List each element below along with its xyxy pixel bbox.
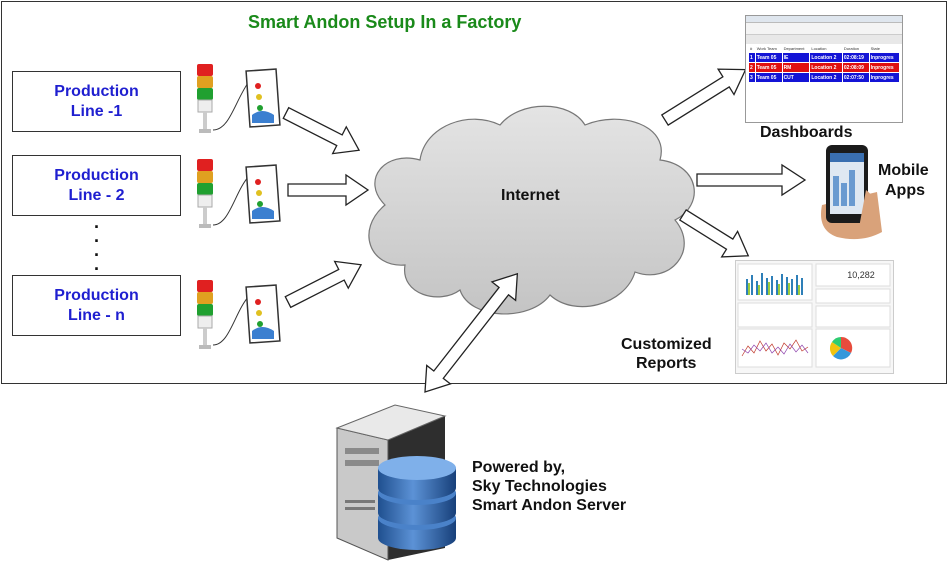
table-cell: 3	[748, 72, 756, 83]
arrow-linen-to-internet	[284, 260, 363, 309]
dashboard-tabs	[746, 35, 902, 44]
table-cell: Team 05	[754, 62, 783, 73]
table-row: 1 Team 05 IE Location 2 02:08:19 Inprogr…	[748, 52, 901, 63]
table-cell: Location 2	[809, 52, 843, 63]
production-line-n-box: Production Line - n	[12, 275, 181, 336]
ellipsis-dots: . . . .	[94, 212, 100, 274]
dashboard-addressbar	[746, 23, 902, 35]
table-row: 3 Team 05 CUT Location 2 02:07:50 Inprog…	[748, 72, 901, 83]
table-cell: Location 2	[809, 72, 843, 83]
andon-controller-icon	[212, 284, 281, 346]
production-line-2-label-top: Production	[54, 166, 139, 184]
database-icon	[378, 456, 456, 550]
table-cell: Inprogres	[868, 62, 901, 73]
table-cell: Inprogres	[868, 72, 901, 83]
table-header-cell: State	[868, 44, 901, 53]
signal-tower-icon	[197, 280, 213, 349]
table-header-cell: #	[748, 44, 756, 53]
dashboard-titlebar	[746, 16, 902, 23]
dashboard-table-header: # Work Team Department Location Duration…	[748, 44, 901, 53]
signal-tower-icon	[197, 64, 213, 133]
table-cell: 02:08:19	[841, 52, 870, 63]
server-label-line1: Powered by,	[472, 459, 566, 476]
table-cell: Inprogres	[868, 52, 901, 63]
table-cell: 02:07:50	[841, 72, 870, 83]
arrow-internet-to-mobile	[696, 163, 807, 197]
reports-stat-value: 10,282	[847, 270, 875, 280]
signal-tower-icon	[197, 159, 213, 228]
arrow-server-internet-bidirectional	[424, 272, 519, 393]
production-line-2-label-bottom: Line - 2	[68, 186, 125, 204]
mobile-phone-icon	[821, 145, 882, 240]
server-label-line3: Smart Andon Server	[472, 497, 627, 514]
dashboard-table: # Work Team Department Location Duration…	[748, 44, 901, 83]
arrow-internet-to-reports	[678, 209, 750, 258]
arrow-line1-to-internet	[282, 106, 361, 155]
reports-label-top: Customized	[621, 336, 712, 353]
table-header-cell: Location	[809, 44, 843, 53]
mobile-apps-label-top: Mobile	[878, 162, 929, 179]
reports-label-bottom: Reports	[636, 355, 697, 372]
internet-cloud-icon	[368, 105, 695, 315]
diagram-title: Smart Andon Setup In a Factory	[248, 12, 522, 32]
table-cell: 1	[748, 52, 756, 63]
arrow-internet-to-dashboards	[660, 68, 747, 126]
table-cell: 2	[748, 62, 756, 73]
table-header-cell: Duration	[841, 44, 870, 53]
table-cell: Location 2	[809, 62, 843, 73]
production-line-1-label-top: Production	[54, 82, 139, 100]
reports-preview-graphic: 10,282	[737, 263, 891, 368]
arrow-line2-to-internet	[287, 173, 370, 207]
andon-controller-icon	[212, 164, 281, 226]
production-line-n-label-top: Production	[54, 286, 139, 304]
dashboards-label: Dashboards	[760, 124, 853, 141]
table-cell: Team 05	[754, 72, 783, 83]
table-row: 2 Team 05 RM Location 2 02:08:09 Inprogr…	[748, 62, 901, 73]
table-header-cell: Work Team	[754, 44, 783, 53]
production-line-1-box: Production Line -1	[12, 71, 181, 132]
server-label-line2: Sky Technologies	[472, 478, 607, 495]
table-cell: CUT	[781, 72, 811, 83]
table-cell: RM	[781, 62, 811, 73]
table-header-cell: Department	[781, 44, 811, 53]
production-line-n-label-bottom: Line - n	[68, 306, 125, 324]
mobile-apps-label-bottom: Apps	[885, 182, 925, 199]
production-line-2-box: Production Line - 2	[12, 155, 181, 216]
internet-label: Internet	[501, 187, 560, 204]
table-cell: 02:08:09	[841, 62, 870, 73]
diagram-frame	[1, 1, 947, 384]
table-cell: Team 05	[754, 52, 783, 63]
table-cell: IE	[781, 52, 811, 63]
reports-screenshot: 10,282	[735, 260, 894, 374]
andon-controller-icon	[212, 68, 281, 131]
dashboard-screenshot: # Work Team Department Location Duration…	[745, 15, 903, 123]
production-line-1-label-bottom: Line -1	[70, 102, 123, 120]
